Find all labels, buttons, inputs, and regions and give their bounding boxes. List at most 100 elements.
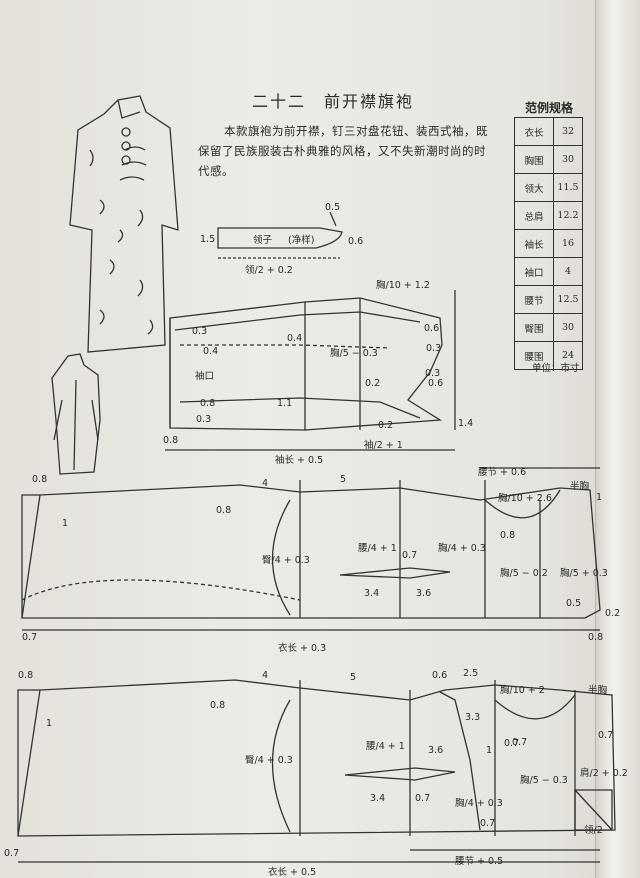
front-half-shoulder-label: 半胸 <box>588 685 608 696</box>
spec-value: 24 <box>553 341 583 370</box>
measurement-number: 0.3 <box>192 326 208 337</box>
measurement-number: 0.5 <box>566 598 582 609</box>
spec-label: 腰围 <box>514 341 554 370</box>
spec-label: 领大 <box>514 173 554 202</box>
measurement-number: 0.8 <box>163 435 179 446</box>
front-neck-label: 肩/2 + 0.2 <box>580 768 628 779</box>
spec-value: 16 <box>553 229 583 258</box>
measurement-number: 0.7 <box>504 738 520 749</box>
front-armhole-label: 胸/5 − 0.3 <box>520 775 568 786</box>
measurement-number: 4 <box>262 670 269 681</box>
measurement-number: 0.8 <box>18 670 34 681</box>
back-half-shoulder-label: 半胸 <box>570 481 590 492</box>
spec-label: 袖口 <box>514 257 554 286</box>
measurement-number: 0.7 <box>598 730 614 741</box>
measurement-number: 0.3 <box>425 368 441 379</box>
back-chest-label: 胸/4 + 0.3 <box>438 543 486 554</box>
dress-back-illustration <box>51 353 101 475</box>
measurement-number: 0.8 <box>32 474 48 485</box>
measurement-number: 3.4 <box>370 793 386 804</box>
back-armhole-label: 胸/5 − 0.2 <box>500 568 548 579</box>
front-length-label: 衣长 + 0.5 <box>268 867 317 878</box>
spec-value: 30 <box>553 313 583 342</box>
spec-label: 总肩 <box>514 201 554 230</box>
measurement-number: 0.2 <box>605 608 621 619</box>
spec-label: 衣长 <box>514 117 554 146</box>
page-title: 二十二 前开襟旗袍 <box>252 92 415 111</box>
spec-value: 4 <box>553 257 583 286</box>
measurement-number: 1.1 <box>277 398 293 409</box>
collar-name-label: 领子 <box>253 235 273 246</box>
measurement-number: 0.6 <box>428 378 444 389</box>
measurement-number: 0.7 <box>22 632 38 643</box>
page-edge <box>595 0 640 878</box>
measurement-number: 1 <box>46 718 53 729</box>
description-paragraph: 本款旗袍为前开襟，钉三对盘花钮、装西式袖，既保留了民族服装古朴典雅的风格，又不失… <box>198 124 488 178</box>
sleeve-top-width-label: 胸/10 + 1.2 <box>376 280 430 291</box>
front-collar-lower-label: 领/2 <box>584 825 603 836</box>
measurement-number: 0.2 <box>378 420 394 431</box>
front-panel-pattern <box>17 679 616 863</box>
measurement-number: 0.7 <box>4 848 20 859</box>
spec-value: 30 <box>553 145 583 174</box>
measurement-number: 0.7 <box>512 737 528 748</box>
measurement-number: 0.4 <box>203 346 219 357</box>
sleeve-bottom-label: 袖/2 + 1 <box>364 440 403 451</box>
sleeve-length-label: 袖长 + 0.5 <box>275 455 324 466</box>
front-waist-bottom-label: 腰节 + 0.5 <box>455 856 504 867</box>
collar-length-label: 领/2 + 0.2 <box>245 265 293 276</box>
measurement-number: 1 <box>486 745 493 756</box>
measurement-number: 3.3 <box>465 712 481 723</box>
back-waist-label: 腰/4 + 1 <box>358 543 397 554</box>
collar-end-label: 0.6 <box>348 236 364 247</box>
sleeve-pattern <box>165 290 456 451</box>
spec-table-title: 范例规格 <box>525 101 574 115</box>
collar-net-label: (净样) <box>288 235 315 246</box>
measurement-number: 4 <box>262 478 269 489</box>
back-panel-pattern <box>21 467 601 631</box>
measurement-number: 0.2 <box>365 378 381 389</box>
back-waist-top-label: 腰节 + 0.6 <box>478 467 527 478</box>
measurement-number: 0.6 <box>424 323 440 334</box>
dress-front-illustration <box>69 95 179 353</box>
collar-height-label: 1.5 <box>200 234 216 245</box>
back-length-label: 衣长 + 0.3 <box>278 643 327 654</box>
sleeve-cuff-label: 袖口 <box>195 371 215 382</box>
measurement-number: 0.8 <box>200 398 216 409</box>
measurement-number: 0.7 <box>402 550 418 561</box>
measurement-number: 3.6 <box>416 588 432 599</box>
measurement-number: 1 <box>596 492 603 503</box>
measurement-number: 0.7 <box>480 818 496 829</box>
sleeve-chest-label: 胸/5 − 0.3 <box>330 348 378 359</box>
back-shoulder-label: 胸/10 + 2.6 <box>498 493 552 504</box>
front-shoulder-label: 胸/10 + 2 <box>500 685 545 696</box>
measurement-number: 5 <box>350 672 357 683</box>
measurement-number: 0.8 <box>588 632 604 643</box>
front-chest-label: 胸/4 + 0.3 <box>455 798 503 809</box>
back-neck-label: 胸/5 + 0.3 <box>560 568 608 579</box>
measurement-number: 0.8 <box>216 505 232 516</box>
measurement-number: 1 <box>62 518 69 529</box>
measurement-number: 0.6 <box>432 670 448 681</box>
spec-label: 臀围 <box>514 313 554 342</box>
measurement-number: 2.5 <box>463 668 479 679</box>
measurement-number: 1.4 <box>458 418 474 429</box>
collar-tip-label: 0.5 <box>325 202 341 213</box>
measurement-number: 3.6 <box>428 745 444 756</box>
measurement-number: 0.3 <box>426 343 442 354</box>
measurement-number: 3.4 <box>364 588 380 599</box>
measurement-number: 0.7 <box>415 793 431 804</box>
front-waist-label: 腰/4 + 1 <box>366 741 405 752</box>
spec-label: 袖长 <box>514 229 554 258</box>
back-hip-label: 臀/4 + 0.3 <box>262 555 310 566</box>
collar-pattern <box>217 211 343 259</box>
front-hip-label: 臀/4 + 0.3 <box>245 755 293 766</box>
